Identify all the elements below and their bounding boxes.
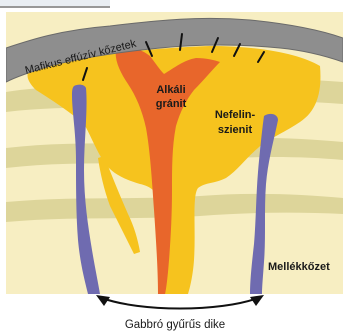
label-gabbro-ring-dike: Gabbró gyűrűs dike	[125, 319, 225, 331]
label-nepheline-syenite-line2: szienit	[218, 124, 253, 136]
label-alkali-granite-line1: Alkáli	[156, 84, 185, 96]
header-bar	[0, 0, 110, 6]
label-host-rock: Mellékkőzet	[268, 261, 330, 273]
label-alkali-granite-line2: gránit	[156, 98, 187, 110]
ring-dike-arrow	[96, 295, 264, 309]
label-nepheline-syenite-line1: Nefelin-	[215, 109, 256, 121]
